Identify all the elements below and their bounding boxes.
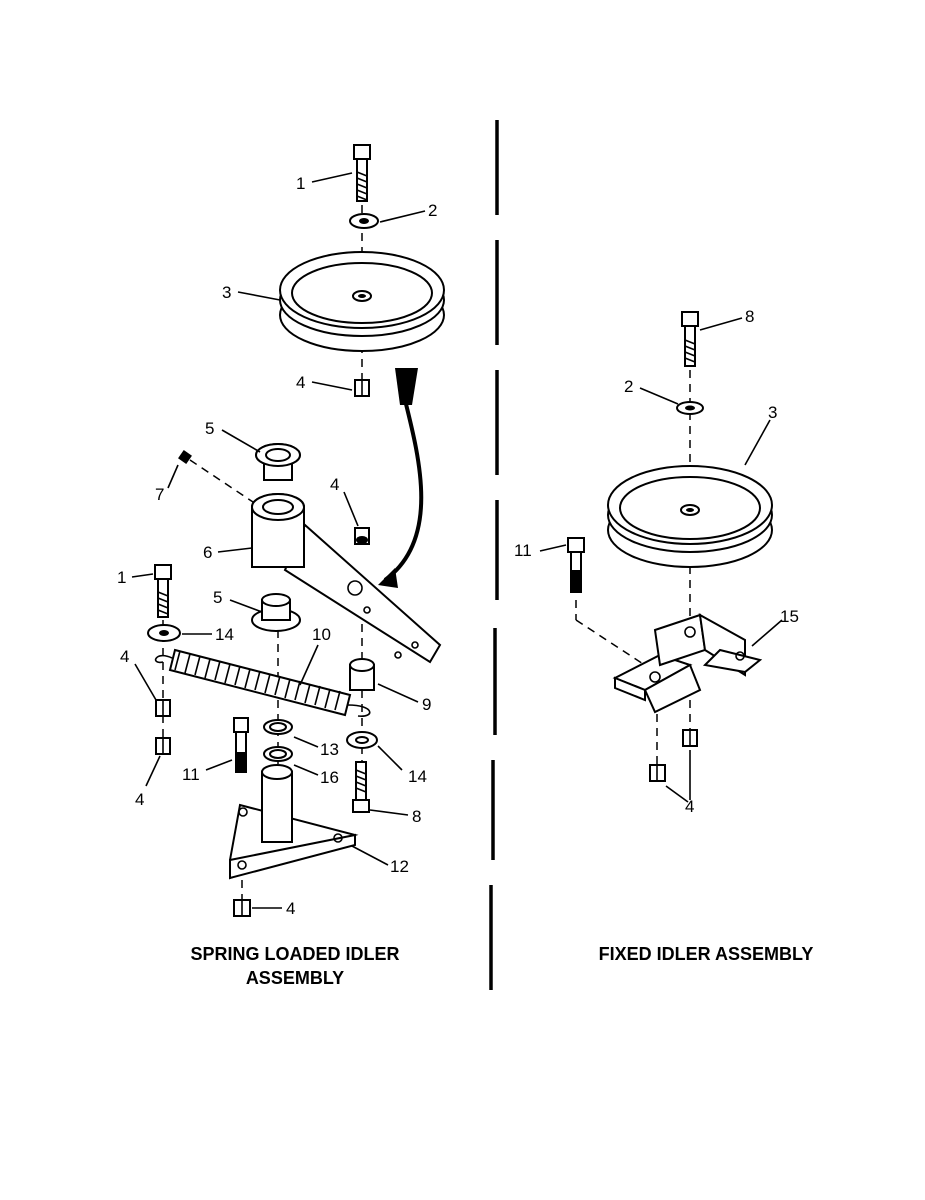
callout-left-12: 12 [390, 857, 409, 876]
callout-left-4-a: 4 [296, 373, 305, 392]
spacer-part-9 [349, 658, 375, 691]
washer-part-2-right [676, 401, 704, 415]
callout-left-4-b: 4 [330, 475, 339, 494]
nut-part-4-top [354, 379, 370, 397]
ring-part-16 [263, 746, 293, 762]
callout-right-8: 8 [745, 307, 754, 326]
nut-part-4-right-a [682, 729, 698, 747]
callout-right-3: 3 [768, 403, 777, 422]
snap-ring-part-13 [263, 719, 293, 735]
callout-right-11: 11 [514, 541, 532, 560]
callout-left-4-d: 4 [135, 790, 144, 809]
nut-part-4-left-upper [155, 699, 171, 717]
callout-left-7: 7 [155, 485, 164, 504]
bolt-part-8-right [681, 311, 699, 367]
callout-left-4-c: 4 [120, 647, 129, 666]
direction-arrow [378, 368, 424, 588]
callout-left-9: 9 [422, 695, 431, 714]
callout-right-15: 15 [780, 607, 799, 626]
callout-right-4: 4 [685, 797, 694, 816]
callout-left-1-side: 1 [117, 568, 126, 587]
callout-left-4-e: 4 [286, 899, 295, 918]
washer-part-2 [349, 213, 379, 229]
left-assembly-title-line1: SPRING LOADED IDLER [190, 944, 399, 964]
callout-left-5-bottom: 5 [213, 588, 222, 607]
bolt-part-11-right [567, 537, 585, 593]
base-plate-part-12 [229, 764, 359, 880]
bolt-part-1-side [154, 564, 172, 618]
callout-left-10: 10 [312, 625, 331, 644]
nut-part-4-arm [354, 527, 370, 545]
idler-arm-part-6 [251, 493, 442, 664]
callout-left-6: 6 [203, 543, 212, 562]
bushing-part-5-bottom [251, 593, 301, 632]
bolt-part-8-left [352, 761, 370, 813]
callout-left-3: 3 [222, 283, 231, 302]
left-callout-leaders [131, 172, 426, 909]
setscrew-part-7 [178, 450, 192, 464]
setscrew-axis [189, 459, 266, 511]
callout-left-16: 16 [320, 768, 339, 787]
nut-part-4-right-b [649, 764, 666, 782]
nut-part-4-left-lower [155, 737, 171, 755]
right-bolt-to-bracket [575, 619, 661, 676]
callout-left-5-top: 5 [205, 419, 214, 438]
callout-left-14-right: 14 [408, 767, 427, 786]
bushing-part-5-top [255, 443, 301, 481]
washer-part-14-left [147, 624, 181, 642]
callout-left-1-top: 1 [296, 174, 305, 193]
center-divider [489, 120, 499, 990]
washer-part-14-right [346, 731, 378, 749]
spring-part-10 [154, 648, 371, 717]
bolt-part-11-left [233, 717, 249, 773]
left-assembly-title-line2: ASSEMBLY [246, 968, 344, 988]
right-callout-leaders [539, 317, 783, 803]
pulley-part-3-right [607, 465, 773, 568]
pulley-part-3 [279, 251, 445, 352]
callout-right-2: 2 [624, 377, 633, 396]
callout-left-13: 13 [320, 740, 339, 759]
bracket-part-15 [612, 613, 763, 714]
callout-left-14-left: 14 [215, 625, 234, 644]
right-assembly-title: FIXED IDLER ASSEMBLY [599, 944, 814, 964]
callout-left-8: 8 [412, 807, 421, 826]
bolt-part-1-top [353, 144, 371, 202]
callout-left-11: 11 [182, 765, 200, 784]
callout-left-2: 2 [428, 201, 437, 220]
nut-part-4-bottom [233, 899, 251, 917]
